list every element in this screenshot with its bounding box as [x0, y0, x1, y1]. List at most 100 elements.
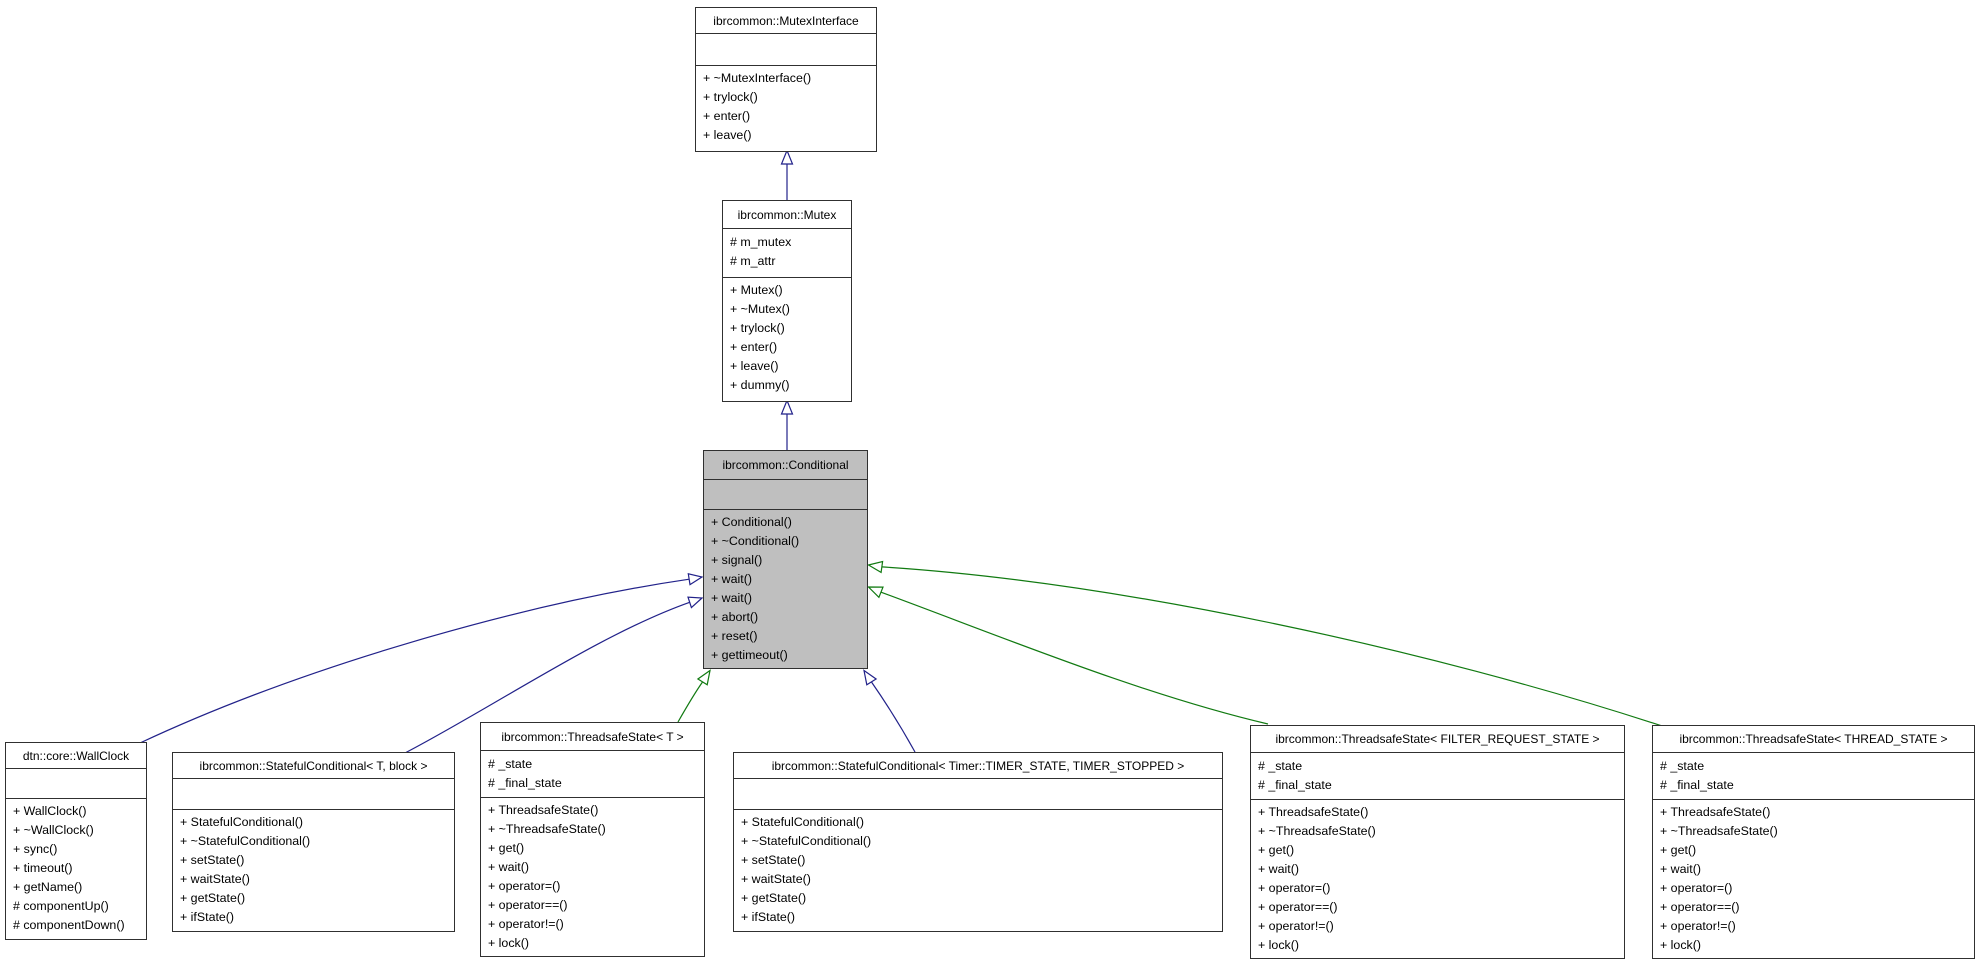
hollow-triangle-arrowhead-icon: [696, 669, 711, 686]
member-line: + reset(): [711, 629, 758, 643]
member-line: + ThreadsafeState(): [1660, 805, 1771, 819]
member-line: + operator=(): [488, 879, 561, 893]
class-title: ibrcommon::StatefulConditional< T, block…: [173, 753, 454, 779]
member-line: # componentUp(): [13, 899, 109, 913]
class-methods: + Mutex()+ ~Mutex()+ trylock()+ enter()+…: [723, 278, 851, 401]
member-line: + leave(): [730, 359, 779, 373]
member-line: + ThreadsafeState(): [488, 803, 599, 817]
member-line: # m_mutex: [730, 235, 792, 249]
member-line: + waitState(): [180, 872, 250, 886]
class-title: ibrcommon::ThreadsafeState< FILTER_REQUE…: [1251, 726, 1624, 753]
class-methods: + Conditional() + ~Conditional() + signal(…: [704, 510, 867, 668]
class-title: ibrcommon::Conditional: [704, 451, 867, 480]
member-line: + getState(): [180, 891, 246, 905]
member-line: + operator=(): [1660, 881, 1733, 895]
member-line: + wait(): [711, 591, 752, 605]
member-line: + operator==(): [1258, 900, 1338, 914]
class-box-wallclock[interactable]: dtn::core::WallClock + WallClock()+ ~Wal…: [5, 742, 147, 940]
member-line: + get(): [1258, 843, 1295, 857]
class-attributes: [6, 769, 146, 799]
class-box-conditional-highlighted[interactable]: ibrcommon::Conditional + Conditional()+ …: [703, 450, 868, 669]
edge-mutex-to-mutexinterface: [780, 148, 794, 200]
member-line: + ifState(): [741, 910, 796, 924]
hollow-triangle-arrowhead-icon: [687, 596, 704, 609]
class-box-statefulconditional-timer[interactable]: ibrcommon::StatefulConditional< Timer::T…: [733, 752, 1223, 932]
class-box-mutex[interactable]: ibrcommon::Mutex # m_mutex# m_attr + Mut…: [722, 200, 852, 402]
member-line: + waitState(): [741, 872, 811, 886]
member-line: + gettimeout(): [711, 648, 788, 662]
hollow-triangle-arrowhead-icon: [780, 398, 794, 415]
edge-wallclock-to-conditional: [139, 573, 704, 744]
member-line: + setState(): [741, 853, 806, 867]
class-attributes: # m_mutex# m_attr: [723, 229, 851, 278]
class-attributes: [734, 779, 1222, 810]
class-methods: + ThreadsafeState() + ~ThreadsafeState() +…: [481, 798, 704, 956]
class-methods: + ThreadsafeState() + ~ThreadsafeState() +…: [1251, 800, 1624, 958]
member-line: + get(): [488, 841, 525, 855]
member-line: + get(): [1660, 843, 1697, 857]
class-box-statefulconditional-t-block[interactable]: ibrcommon::StatefulConditional< T, block…: [172, 752, 455, 932]
member-line: + leave(): [703, 128, 752, 142]
class-attributes: [704, 480, 867, 510]
hollow-triangle-arrowhead-icon: [863, 669, 878, 686]
member-line: # _state: [488, 757, 533, 771]
class-title: ibrcommon::ThreadsafeState< THREAD_STATE…: [1653, 726, 1974, 753]
class-methods: + StatefulConditional()+ ~StatefulCondit…: [173, 810, 454, 931]
member-line: + operator!=(): [1660, 919, 1736, 933]
class-attributes: [696, 34, 876, 66]
member-line: + trylock(): [703, 90, 758, 104]
member-line: + ~ThreadsafeState(): [1258, 824, 1376, 838]
edge-statefulconditional-timer-to-conditional: [863, 669, 916, 753]
member-line: + StatefulConditional(): [741, 815, 864, 829]
member-line: + getState(): [741, 891, 807, 905]
class-attributes: # _state# _final_state: [1653, 753, 1974, 800]
class-attributes: [173, 779, 454, 810]
member-line: + wait(): [1660, 862, 1701, 876]
class-box-threadsafestate-filter-request-state[interactable]: ibrcommon::ThreadsafeState< FILTER_REQUE…: [1250, 725, 1625, 959]
member-line: + Conditional(): [711, 515, 792, 529]
member-line: + operator==(): [1660, 900, 1740, 914]
member-line: + WallClock(): [13, 804, 87, 818]
member-line: + ifState(): [180, 910, 235, 924]
member-line: + getName(): [13, 880, 83, 894]
class-methods: + ~MutexInterface()+ trylock()+ enter()+…: [696, 66, 876, 151]
member-line: + ~ThreadsafeState(): [488, 822, 606, 836]
class-methods: + StatefulConditional() + ~StatefulCondit…: [734, 810, 1222, 931]
class-box-mutexinterface[interactable]: ibrcommon::MutexInterface + ~MutexInterf…: [695, 7, 877, 152]
hollow-triangle-arrowhead-icon: [866, 560, 884, 574]
hollow-triangle-arrowhead-icon: [687, 573, 704, 586]
class-title: ibrcommon::StatefulConditional< Timer::T…: [734, 753, 1222, 779]
edge-threadsafestate-filter-to-conditional: [867, 586, 1269, 725]
member-line: + operator!=(): [1258, 919, 1334, 933]
member-line: # _final_state: [1660, 778, 1734, 792]
member-line: + signal(): [711, 553, 763, 567]
edge-threadsafestate-t-to-conditional: [677, 669, 711, 723]
member-line: + enter(): [730, 340, 778, 354]
member-line: + ~WallClock(): [13, 823, 94, 837]
member-line: + operator!=(): [488, 917, 564, 931]
class-attributes: # _state # _final_state: [481, 751, 704, 798]
member-line: + lock(): [1660, 938, 1701, 952]
member-line: # _final_state: [488, 776, 562, 790]
member-line: + operator=(): [1258, 881, 1331, 895]
member-line: + setState(): [180, 853, 245, 867]
member-line: + abort(): [711, 610, 759, 624]
member-line: + operator==(): [488, 898, 568, 912]
member-line: + timeout(): [13, 861, 73, 875]
class-title: dtn::core::WallClock: [6, 743, 146, 769]
member-line: + ~Mutex(): [730, 302, 790, 316]
class-title: ibrcommon::MutexInterface: [696, 8, 876, 34]
member-line: + ~ThreadsafeState(): [1660, 824, 1778, 838]
member-line: + ~Conditional(): [711, 534, 800, 548]
member-line: + trylock(): [730, 321, 785, 335]
edge-conditional-to-mutex: [780, 398, 794, 450]
member-line: + enter(): [703, 109, 751, 123]
class-box-threadsafestate-thread-state[interactable]: ibrcommon::ThreadsafeState< THREAD_STATE…: [1652, 725, 1975, 959]
class-attributes: # _state# _final_state: [1251, 753, 1624, 800]
member-line: + ThreadsafeState(): [1258, 805, 1369, 819]
hollow-triangle-arrowhead-icon: [867, 586, 884, 599]
class-methods: + ThreadsafeState() + ~ThreadsafeState() +…: [1653, 800, 1974, 958]
member-line: + ~StatefulConditional(): [741, 834, 872, 848]
class-box-threadsafestate-t[interactable]: ibrcommon::ThreadsafeState< T > # _state…: [480, 722, 705, 957]
